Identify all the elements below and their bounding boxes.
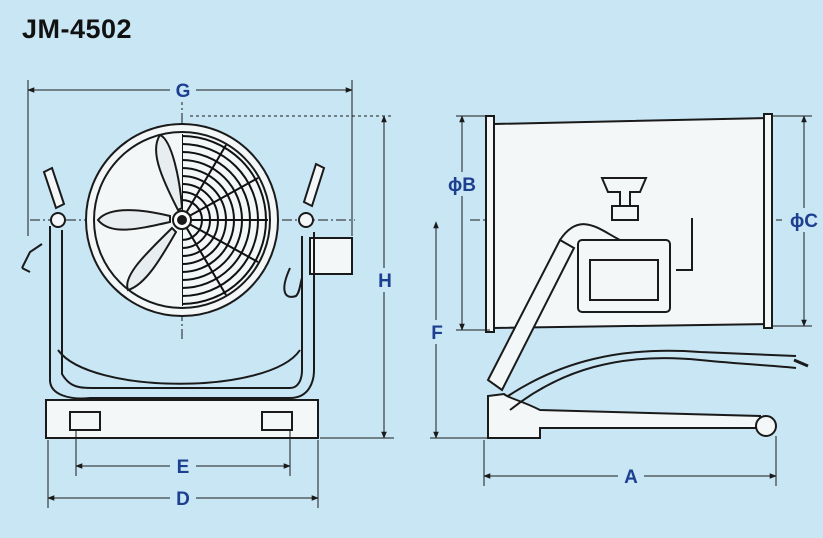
power-cord-end bbox=[793, 358, 809, 368]
side-base-arc bbox=[509, 357, 797, 411]
fan-hub-center bbox=[177, 215, 187, 225]
right-tilt-knob bbox=[302, 162, 326, 208]
duct-front-flange bbox=[485, 115, 495, 333]
stand-arm-top bbox=[559, 223, 621, 241]
cord-hook bbox=[283, 267, 303, 298]
duct-rear-flange bbox=[763, 113, 773, 329]
yoke-bar bbox=[57, 349, 301, 385]
front-view bbox=[21, 95, 355, 439]
side-base bbox=[487, 392, 761, 439]
label-E: E bbox=[177, 457, 190, 478]
right-pivot bbox=[298, 212, 314, 228]
label-phiB: ϕB bbox=[448, 175, 476, 196]
label-A: A bbox=[624, 467, 638, 488]
fan-blades bbox=[96, 133, 182, 292]
fan-housing-inner bbox=[93, 131, 271, 309]
yoke-outer bbox=[49, 226, 315, 400]
label-D: D bbox=[176, 489, 190, 510]
side-cord-hook bbox=[676, 218, 693, 271]
yoke-inner bbox=[61, 230, 303, 389]
model-title: JM-4502 bbox=[22, 14, 133, 44]
front-dimensions bbox=[27, 80, 394, 508]
side-base-arc-inner bbox=[507, 349, 797, 397]
label-G: G bbox=[176, 81, 191, 102]
switch-box bbox=[309, 237, 353, 275]
fan-grill bbox=[182, 134, 268, 306]
label-H: H bbox=[378, 271, 392, 292]
motor-box-window bbox=[589, 259, 659, 301]
stand-arm bbox=[486, 238, 576, 392]
left-pivot bbox=[50, 212, 66, 228]
left-tilt-knob bbox=[42, 166, 66, 210]
label-F: F bbox=[431, 323, 443, 344]
label-phiC: ϕC bbox=[790, 211, 818, 232]
side-view bbox=[470, 113, 816, 439]
rear-wheel bbox=[755, 415, 777, 437]
front-base-foot-left bbox=[69, 411, 101, 431]
left-crank-handle bbox=[21, 243, 43, 273]
handle-mount bbox=[611, 205, 639, 221]
dimension-labels: G H E D ϕB ϕC F A bbox=[170, 78, 823, 510]
front-base-foot-right bbox=[261, 411, 293, 431]
